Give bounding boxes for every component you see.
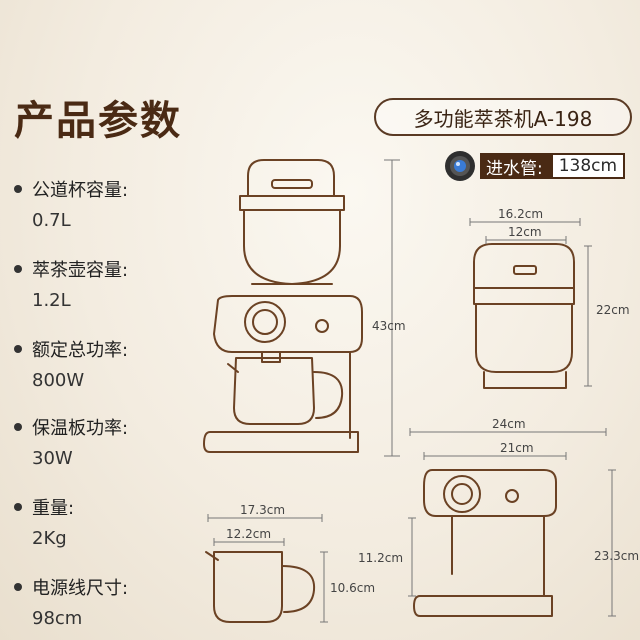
bullet-icon — [14, 265, 22, 273]
spec-value: 1.2L — [32, 290, 71, 311]
cup-drawing — [205, 551, 316, 623]
page-title: 产品参数 — [14, 98, 182, 144]
inlet-pipe-value: 138cm — [550, 153, 626, 179]
pitcher-drawing — [227, 357, 344, 425]
spec-value: 98cm — [32, 608, 83, 629]
bullet-icon — [14, 185, 22, 193]
base-machine-drawing — [413, 469, 557, 617]
spec-value: 30W — [32, 448, 73, 469]
bullet-icon — [14, 583, 22, 591]
spec-label: 重量: — [32, 498, 75, 519]
dim-base-height: 23.3cm — [594, 549, 639, 563]
pot-drawing — [473, 243, 575, 389]
spec-item: 保温板功率: 30W — [14, 414, 128, 469]
dim-pot-inner-width: 12cm — [508, 225, 542, 239]
spec-item: 公道杯容量: 0.7L — [14, 176, 128, 231]
spec-label: 保温板功率: — [32, 418, 129, 439]
spec-label: 公道杯容量: — [32, 180, 129, 201]
dim-base-inner-width: 21cm — [500, 441, 534, 455]
dim-base-width: 24cm — [492, 417, 526, 431]
bullet-icon — [14, 423, 22, 431]
dim-pot-width: 16.2cm — [498, 207, 543, 221]
spec-item: 重量: 2Kg — [14, 494, 74, 549]
tea-kettle-drawing — [239, 159, 345, 285]
dim-cup-inner-width: 12.2cm — [226, 527, 271, 541]
spec-label: 额定总功率: — [32, 340, 129, 361]
dim-base-clearance: 11.2cm — [358, 551, 403, 565]
model-name-badge: 多功能萃茶机A-198 — [374, 98, 632, 136]
bullet-icon — [14, 503, 22, 511]
dim-cup-width: 17.3cm — [240, 503, 285, 517]
inlet-pipe-row: 进水管: 138cm — [440, 149, 626, 183]
dim-machine-height: 43cm — [372, 319, 406, 333]
pipe-coil-icon — [445, 151, 475, 181]
spec-value: 0.7L — [32, 210, 71, 231]
spec-label: 电源线尺寸: — [32, 578, 129, 599]
model-name: 多功能萃茶机A-198 — [413, 106, 593, 131]
spec-item: 额定总功率: 800W — [14, 336, 128, 391]
inlet-pipe-label: 进水管: — [480, 153, 551, 179]
spec-value: 800W — [32, 370, 85, 391]
spec-item: 电源线尺寸: 98cm — [14, 574, 128, 629]
machine-head-drawing — [213, 295, 363, 363]
spec-value: 2Kg — [32, 528, 67, 549]
spec-item: 萃茶壶容量: 1.2L — [14, 256, 128, 311]
bullet-icon — [14, 345, 22, 353]
dim-pot-height: 22cm — [596, 303, 630, 317]
spec-label: 萃茶壶容量: — [32, 260, 129, 281]
dim-cup-height: 10.6cm — [330, 581, 375, 595]
